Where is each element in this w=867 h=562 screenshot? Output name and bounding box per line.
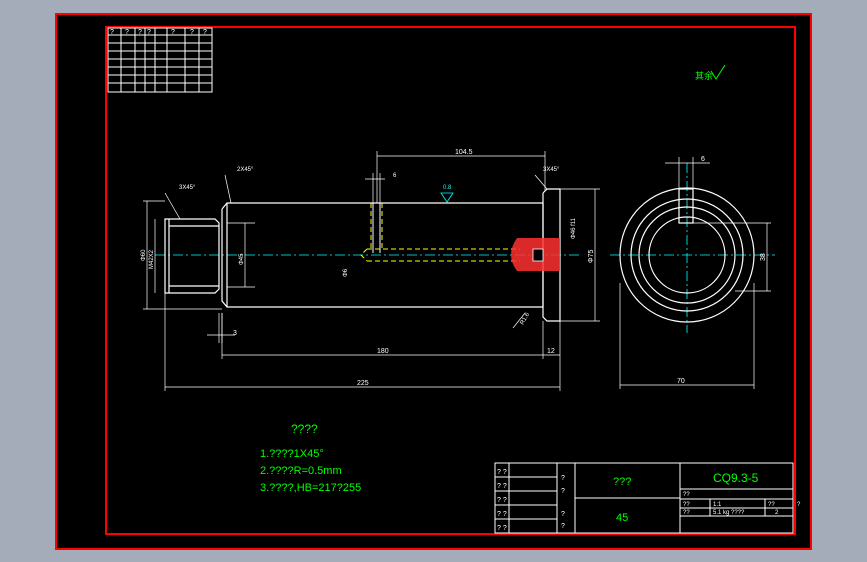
section-hatch <box>511 238 560 271</box>
dim-12: 12 <box>547 348 555 355</box>
dim-70: 70 <box>677 378 685 385</box>
notes-line-3: 3.????,HB=217?255 <box>260 482 361 494</box>
revision-table <box>107 27 213 93</box>
outer-frame <box>55 13 812 550</box>
tb-left-4: ? ? <box>497 525 507 532</box>
tb-left-2: ? ? <box>497 497 507 504</box>
notes-title: ???? <box>291 422 318 436</box>
tb-row3-c: 2 <box>775 510 779 516</box>
dim-surface: 0.8 <box>443 185 452 191</box>
roughness-note: 其余 <box>695 64 726 81</box>
rev-h-1: ? <box>125 29 129 36</box>
groove <box>372 203 381 253</box>
tb-part-name: ??? <box>613 476 631 488</box>
tb-mid-2: ? <box>561 511 565 518</box>
tb-mid-0: ? <box>561 475 565 482</box>
dimension-lines <box>143 151 771 391</box>
tb-left-0: ? ? <box>497 469 507 476</box>
dim-38: 38 <box>760 253 767 261</box>
tb-mid-1: ? <box>561 488 565 495</box>
roughness-symbol-icon <box>710 64 726 80</box>
dim-225: 225 <box>357 380 369 387</box>
title-block-texts: ? ? ? ? ? ? ? ? ? ? ? ? ? ? ??? 45 CQ9.3… <box>497 469 801 532</box>
dim-chamfer-right: 3X45° <box>543 167 560 173</box>
rev-h-4: ? <box>171 29 175 36</box>
tb-row2-b: 1:1 <box>713 502 722 508</box>
dim-chamfer-left-1: 3X45° <box>179 185 196 191</box>
drawing-canvas[interactable]: ? ? ? ? ? ? ? 其余 <box>55 13 812 550</box>
hidden-lines <box>360 203 520 262</box>
roughness-note-label: 其余 <box>695 70 713 81</box>
dim-104-5: 104.5 <box>455 149 473 156</box>
rev-h-2: ? <box>138 29 142 36</box>
dim-m42: M42X2 <box>149 249 155 269</box>
tb-mid-3: ? <box>561 523 565 530</box>
dim-fit: Φ46 f11 <box>571 217 577 239</box>
dim-phi45: Φ45 <box>239 253 245 265</box>
dim-groove: 6 <box>393 173 397 179</box>
tb-row2-c: ?? <box>768 502 775 508</box>
tb-row3-b: 5.1 kg ???? <box>713 510 745 516</box>
rev-h-6: ? <box>203 29 207 36</box>
dimension-texts: 104.5 6 3X45° 3X45° 2X45° Φ60 M42X2 Φ45 … <box>141 149 767 387</box>
tb-left-1: ? ? <box>497 483 507 490</box>
dim-r16: R1.6 <box>520 311 532 326</box>
inner-frame <box>105 26 796 535</box>
centerlines <box>155 163 775 333</box>
dim-chamfer-left-2: 2X45° <box>237 167 254 173</box>
surface-finish-icon <box>440 192 454 203</box>
notes-line-2: 2.????R=0.5mm <box>260 465 342 477</box>
tb-row2-a: ?? <box>683 502 690 508</box>
dim-phi60: Φ60 <box>141 249 147 261</box>
tb-row3-a: ?? <box>683 510 690 516</box>
engineering-drawing: ? ? ? ? ? ? ? 其余 <box>55 13 812 550</box>
rev-h-3: ? <box>147 29 151 36</box>
dim-phi6: Φ6 <box>343 268 349 277</box>
tb-material: 45 <box>616 512 628 524</box>
technical-notes: ???? 1.????1X45° 2.????R=0.5mm 3.????,HB… <box>260 422 361 494</box>
tb-left-3: ? ? <box>497 511 507 518</box>
title-block <box>494 462 794 534</box>
rev-h-5: ? <box>190 29 194 36</box>
rev-h-0: ? <box>110 29 114 36</box>
dim-key-6: 6 <box>701 156 705 163</box>
dim-phi75: Φ75 <box>588 250 595 263</box>
dim-3: 3 <box>233 330 237 337</box>
notes-line-1: 1.????1X45° <box>260 448 324 460</box>
revision-header: ? ? ? ? ? ? ? <box>110 29 207 36</box>
side-view <box>619 187 755 323</box>
tb-drawing-no: CQ9.3-5 <box>713 471 759 485</box>
tb-side-mark: ? <box>797 502 801 508</box>
tb-row1: ?? <box>683 492 690 498</box>
dim-180: 180 <box>377 348 389 355</box>
